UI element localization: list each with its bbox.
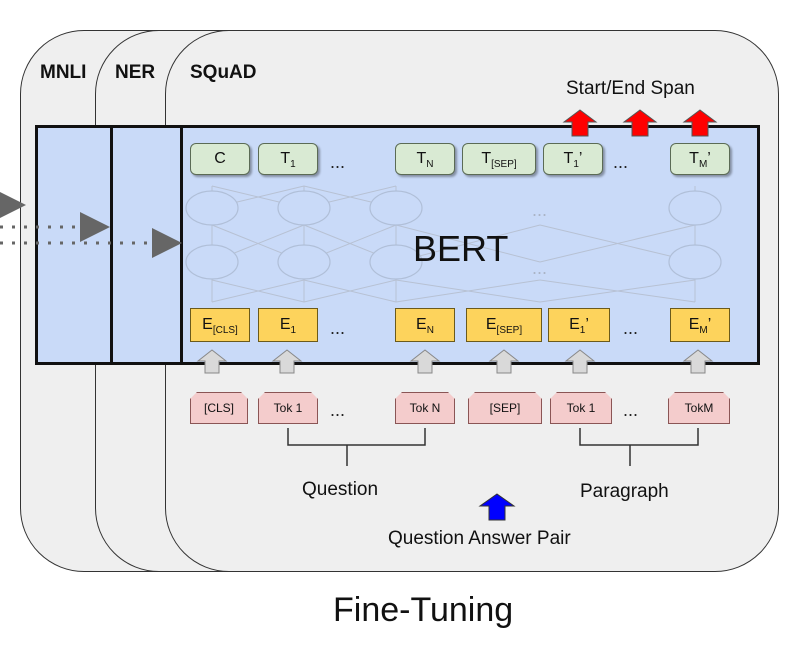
embedding-sub: [CLS] (212, 325, 238, 337)
output-token-sub: 1 (573, 159, 579, 171)
embedding-prime: ’ (585, 316, 589, 333)
ner-card-title: NER (115, 62, 156, 83)
embedding-sub: [SEP] (496, 325, 523, 337)
hidden-ellipsis-1: ... (532, 200, 548, 220)
embedding-main: E (416, 316, 427, 333)
embedding-prime: ’ (707, 316, 712, 333)
input-token-tok1: Tok 1 (258, 392, 318, 424)
embedding-cls: E[CLS] (190, 308, 250, 342)
output-token-prime: ’ (578, 150, 583, 167)
output-ellipsis-1: ... (330, 152, 346, 172)
output-token-main: T (416, 150, 427, 167)
hidden-ellipsis-2: ... (532, 258, 548, 278)
embedding-main: E (202, 316, 213, 333)
embedding-sep: E[SEP] (466, 308, 542, 342)
input-pair-label: Question Answer Pair (388, 528, 571, 549)
embedding-ellipsis-2: ... (623, 318, 639, 338)
output-ellipsis-2: ... (613, 152, 629, 172)
dotted-arrows (0, 190, 182, 258)
embedding-sub: 1 (290, 325, 297, 337)
output-token-main: C (214, 150, 226, 167)
paragraph-label: Paragraph (580, 481, 669, 502)
output-token-prime: ’ (707, 150, 711, 167)
output-span-label: Start/End Span (566, 78, 695, 99)
output-token-main: T (563, 150, 574, 167)
input-ellipsis-2: ... (623, 400, 639, 420)
hidden-nodes (185, 190, 722, 280)
squad-card-title: SQuAD (190, 62, 257, 83)
output-token-c: C (190, 143, 250, 175)
embedding-main: E (569, 316, 580, 333)
embedding-ellipsis-1: ... (330, 318, 346, 338)
output-token-tm-prime: TM’ (670, 143, 730, 175)
input-token-tokn: Tok N (395, 392, 455, 424)
gray-up-arrows (196, 349, 714, 374)
input-ellipsis-1: ... (330, 400, 346, 420)
mnli-card-title: MNLI (40, 62, 87, 83)
output-token-main: T (481, 150, 492, 167)
output-token-sub: [SEP] (491, 159, 517, 171)
embedding-e1-prime: E1’ (548, 308, 610, 342)
embedding-e1: E1 (258, 308, 318, 342)
output-token-t1: T1 (258, 143, 318, 175)
input-token-tokm: TokM (668, 392, 730, 424)
embedding-main: E (688, 316, 700, 333)
output-token-sub: N (426, 159, 434, 171)
output-token-main: T (280, 150, 291, 167)
embedding-em-prime: EM’ (670, 308, 730, 342)
embedding-en: EN (395, 308, 455, 342)
output-token-tn: TN (395, 143, 455, 175)
embedding-sub: M (699, 325, 708, 337)
bert-label: BERT (413, 228, 509, 269)
input-token-sep: [SEP] (468, 392, 542, 424)
output-token-sub: M (698, 159, 708, 171)
embedding-main: E (279, 316, 291, 333)
input-token-tok1-para: Tok 1 (550, 392, 612, 424)
output-token-t1-prime: T1’ (543, 143, 603, 175)
span-arrows (562, 109, 718, 137)
output-token-tsep: T[SEP] (462, 143, 536, 175)
embedding-main: E (485, 316, 497, 333)
output-token-main: T (689, 150, 699, 167)
group-brackets (287, 428, 699, 466)
question-label: Question (302, 479, 379, 500)
output-token-sub: 1 (290, 159, 296, 171)
embedding-sub: N (426, 325, 434, 337)
embedding-sub: 1 (579, 325, 586, 337)
input-arrow (478, 493, 516, 521)
input-token-cls: [CLS] (190, 392, 248, 424)
figure-title: Fine-Tuning (333, 591, 514, 629)
